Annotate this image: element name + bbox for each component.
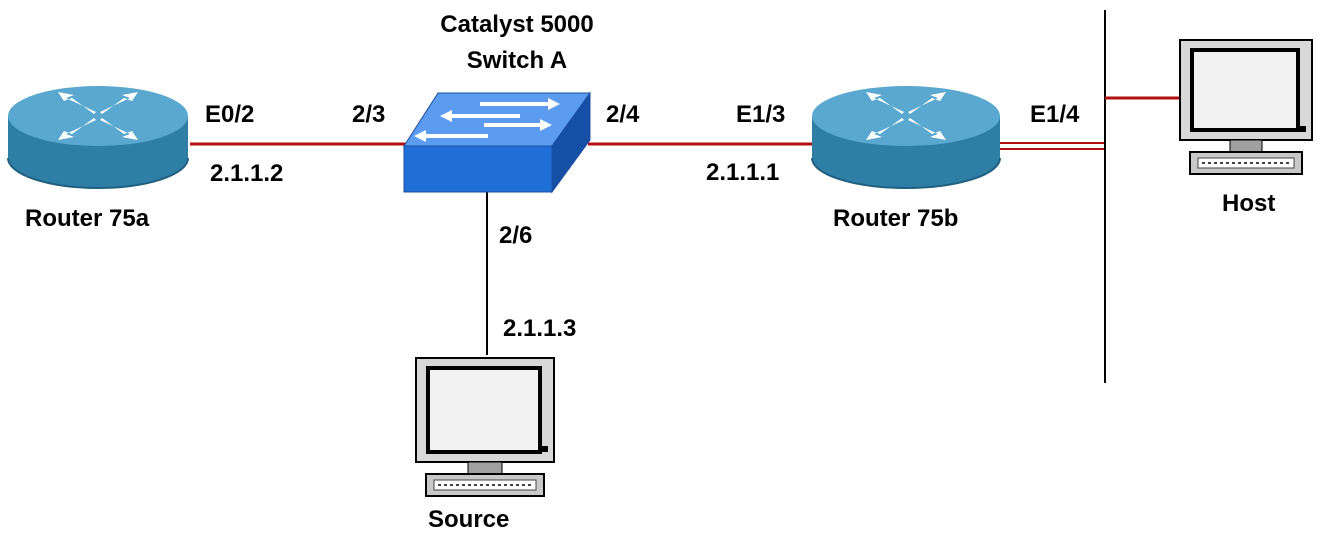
workstation-icon [415,357,555,497]
router-b-label: Router 75b [833,205,958,232]
router-b-port-right-label: E1/4 [1030,101,1080,128]
router-a-label: Router 75a [25,205,150,232]
workstation-icon [1179,39,1313,175]
router-icon [7,86,189,189]
router-a-ip-label: 2.1.1.2 [210,160,283,187]
switch-port-to-router-a: 2/3 [352,101,385,128]
switch-label-model: Catalyst 5000 [440,11,593,38]
host-label: Host [1222,190,1275,217]
switch-port-to-source: 2/6 [499,222,532,249]
router-a-port-label: E0/2 [205,101,254,128]
source-ip-label: 2.1.1.3 [503,315,576,342]
switch-label-name: Switch A [467,47,567,74]
router-b-ip-label: 2.1.1.1 [706,159,779,186]
switch-icon [403,91,591,194]
switch-port-to-router-b: 2/4 [606,101,640,128]
source-label: Source [428,506,509,533]
router-b-port-left-label: E1/3 [736,101,785,128]
router-icon [811,86,1001,189]
link-router-b-segment [1000,142,1105,150]
